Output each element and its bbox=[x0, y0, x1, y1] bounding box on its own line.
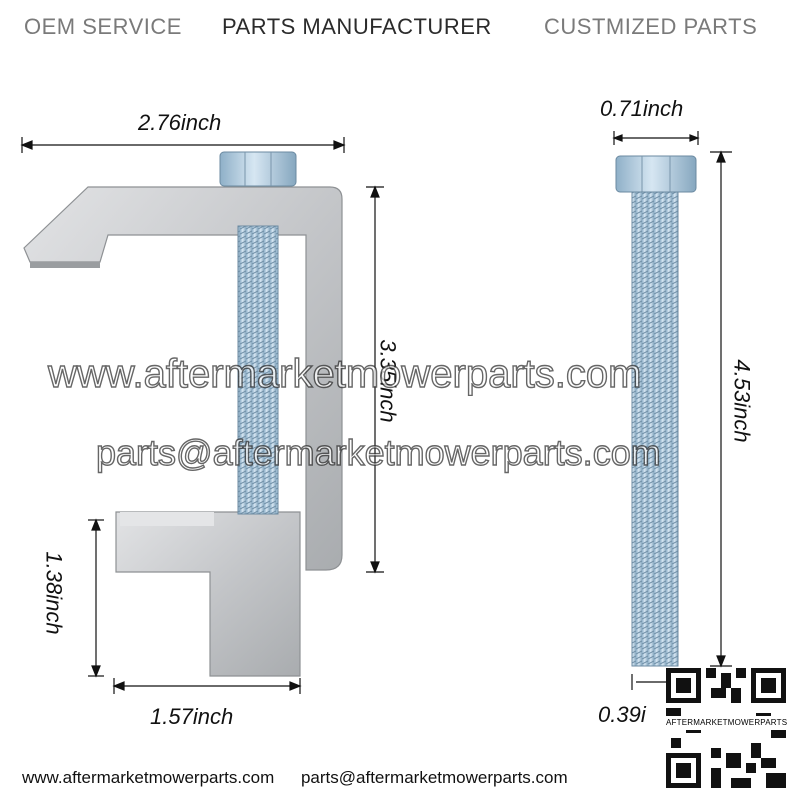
banner-parts-manufacturer: PARTS MANUFACTURER bbox=[222, 14, 492, 39]
qr-label: AFTERMARKETMOWERPARTS bbox=[666, 716, 787, 730]
footer-url-link[interactable]: www.aftermarketmowerparts.com bbox=[22, 768, 275, 787]
c-clamp bbox=[23, 186, 343, 677]
dim-bolt-length: 4.53inch bbox=[729, 359, 755, 443]
top-banner: OEM SERVICE PARTS MANUFACTURER CUSTMIZED… bbox=[0, 14, 800, 44]
clamp-bolt bbox=[219, 151, 297, 515]
dim-bolt-diameter: 0.39i bbox=[598, 702, 646, 727]
watermark-url: www.aftermarketmowerparts.com bbox=[47, 351, 642, 396]
dim-foot-height: 1.38inch bbox=[41, 551, 67, 635]
footer: www.aftermarketmowerparts.com parts@afte… bbox=[22, 768, 590, 788]
banner-customized-parts: CUSTMIZED PARTS bbox=[544, 14, 758, 39]
dim-foot-width: 1.57inch bbox=[150, 704, 234, 729]
dim-bolt-head: 0.71inch bbox=[600, 96, 684, 121]
banner-oem-service: OEM SERVICE bbox=[24, 14, 182, 39]
long-bolt bbox=[615, 155, 697, 667]
watermark-email: parts@aftermarketmowerparts.com bbox=[95, 431, 661, 473]
dimension-lines bbox=[20, 131, 732, 694]
dim-clamp-width: 2.76inch bbox=[138, 110, 222, 135]
footer-email-link[interactable]: parts@aftermarketmowerparts.com bbox=[300, 768, 568, 787]
